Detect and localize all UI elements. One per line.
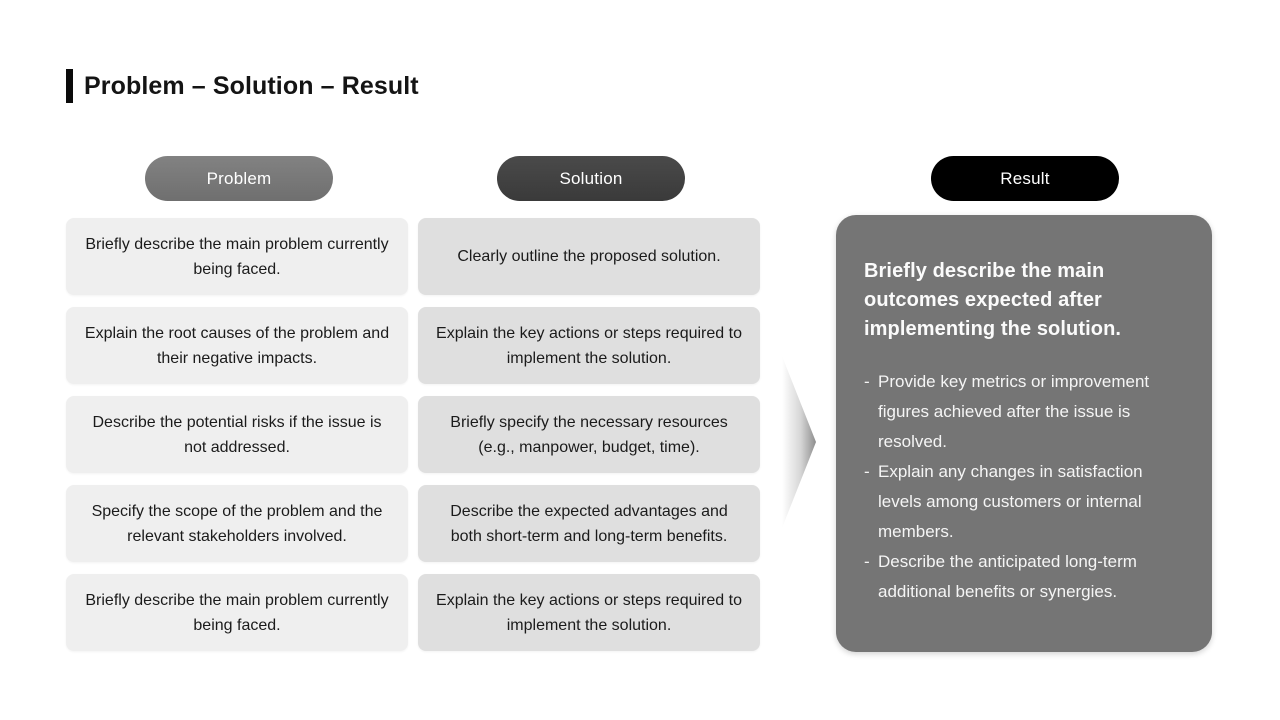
problem-item: Describe the potential risks if the issu…: [66, 396, 408, 473]
arrow-right-icon: [782, 356, 816, 528]
solution-item: Clearly outline the proposed solution.: [418, 218, 760, 295]
page-title: Problem – Solution – Result: [84, 72, 419, 100]
bullet-text: Describe the anticipated long-term addit…: [878, 552, 1137, 601]
result-column-header: Result: [931, 156, 1119, 201]
solution-column: Clearly outline the proposed solution. E…: [418, 218, 760, 651]
result-panel: Briefly describe the main outcomes expec…: [836, 215, 1212, 652]
slide-title-block: Problem – Solution – Result: [66, 69, 419, 103]
bullet-dash: -: [864, 372, 870, 391]
result-bullet: - Explain any changes in satisfaction le…: [864, 457, 1184, 547]
bullet-dash: -: [864, 462, 870, 481]
bullet-dash: -: [864, 552, 870, 571]
solution-item: Briefly specify the necessary resources …: [418, 396, 760, 473]
result-bullet: - Describe the anticipated long-term add…: [864, 547, 1184, 607]
problem-item: Briefly describe the main problem curren…: [66, 218, 408, 295]
solution-column-header: Solution: [497, 156, 685, 201]
problem-column: Briefly describe the main problem curren…: [66, 218, 408, 651]
problem-column-header: Problem: [145, 156, 333, 201]
bullet-text: Explain any changes in satisfaction leve…: [878, 462, 1143, 541]
problem-item: Specify the scope of the problem and the…: [66, 485, 408, 562]
problem-item: Briefly describe the main problem curren…: [66, 574, 408, 651]
solution-item: Explain the key actions or steps require…: [418, 574, 760, 651]
result-bullet: - Provide key metrics or improvement fig…: [864, 367, 1184, 457]
bullet-text: Provide key metrics or improvement figur…: [878, 372, 1150, 451]
solution-item: Explain the key actions or steps require…: [418, 307, 760, 384]
result-headline: Briefly describe the main outcomes expec…: [864, 260, 1122, 340]
title-accent-bar: [66, 69, 73, 103]
solution-item: Describe the expected advantages and bot…: [418, 485, 760, 562]
problem-item: Explain the root causes of the problem a…: [66, 307, 408, 384]
